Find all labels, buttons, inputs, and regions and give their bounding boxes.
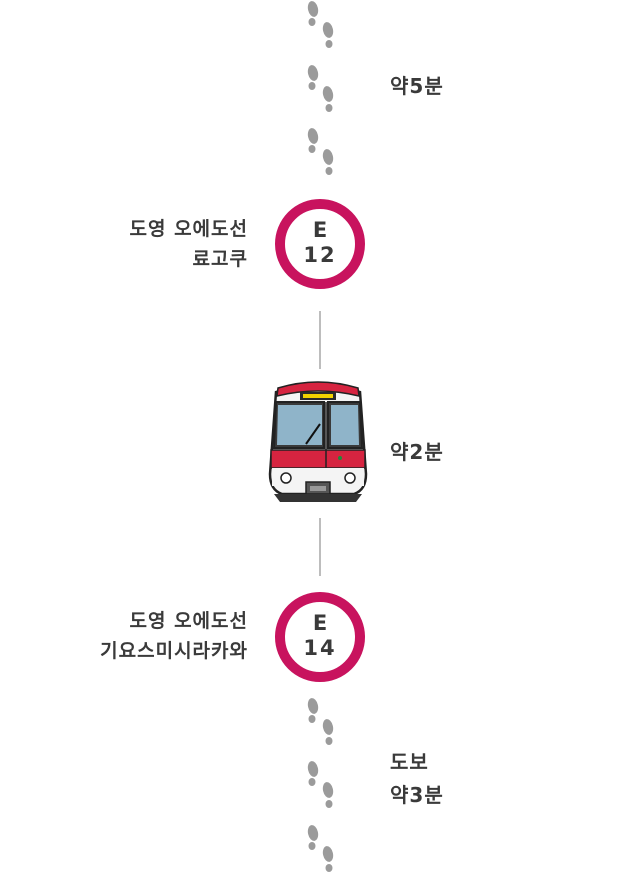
footprints-icon	[302, 824, 342, 876]
connector-line	[319, 311, 321, 369]
station-number: 14	[303, 636, 337, 660]
station-badge-to: E 14	[275, 592, 365, 682]
walk-duration-bottom: 약3분	[390, 783, 444, 807]
station-badge-from: E 12	[275, 199, 365, 289]
walk-mode-bottom: 도보	[390, 750, 429, 774]
station-label-to: 도영 오에도선 기요스미시라카와	[100, 606, 248, 666]
line-name: 도영 오에도선	[129, 218, 248, 240]
station-name: 기요스미시라카와	[100, 640, 248, 662]
train-icon	[266, 378, 370, 508]
line-code: E	[312, 218, 328, 242]
line-code: E	[312, 611, 328, 635]
line-name: 도영 오에도선	[129, 610, 248, 632]
footprints-icon	[302, 64, 342, 116]
station-number: 12	[303, 243, 337, 267]
station-label-from: 도영 오에도선 료고쿠	[130, 214, 249, 274]
footprints-icon	[302, 0, 342, 52]
station-name: 료고쿠	[192, 248, 248, 270]
footprints-icon	[302, 127, 342, 179]
connector-line	[319, 518, 321, 576]
footprints-icon	[302, 697, 342, 749]
ride-duration: 약2분	[390, 440, 444, 464]
walk-duration-top: 약5분	[390, 74, 444, 98]
footprints-icon	[302, 760, 342, 812]
